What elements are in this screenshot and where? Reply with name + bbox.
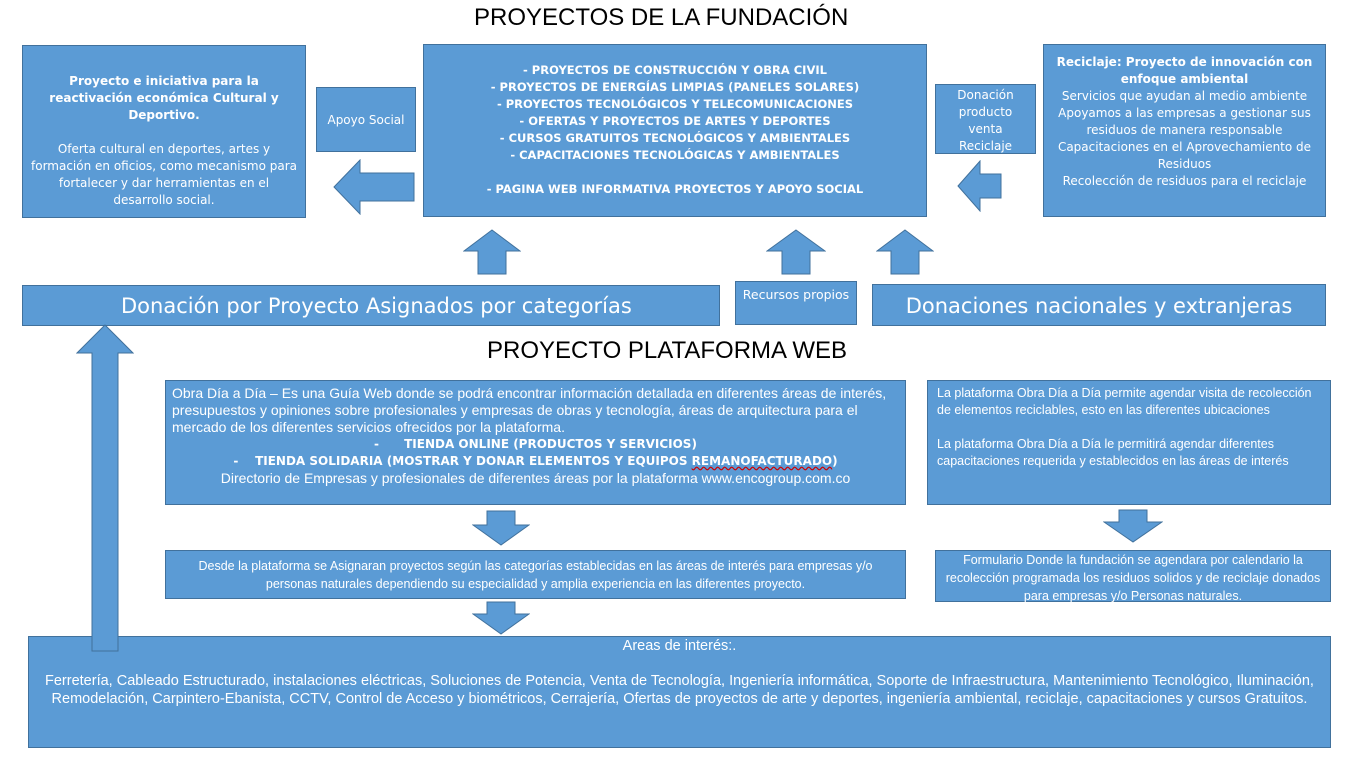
tienda-online-item: - TIENDA ONLINE (PRODUCTOS Y SERVICIOS) [172, 436, 899, 453]
arrow-up-recursos [766, 229, 826, 275]
project-item: - PROYECTOS DE CONSTRUCCIÓN Y OBRA CIVIL [523, 63, 827, 77]
donacion-producto-box: Donación producto venta Reciclaje [935, 84, 1036, 154]
spell-flag-word: REMANOFACTURADO [691, 454, 833, 468]
obra-dia-a-dia-box: Obra Día a Día – Es una Guía Web donde s… [165, 380, 906, 505]
project-item: - PROYECTOS TECNOLÓGICOS Y TELECOMUNICAC… [496, 97, 854, 111]
recycling-project-box: Reciclaje: Proyecto de innovación con en… [1043, 44, 1326, 217]
tienda-solidaria-text: TIENDA SOLIDARIA (MOSTRAR Y DONAR ELEMEN… [255, 454, 692, 468]
agenda-p1: La plataforma Obra Día a Día permite age… [937, 386, 1312, 417]
obra-footer: Directorio de Empresas y profesionales d… [220, 470, 851, 486]
project-item: - CURSOS GRATUITOS TECNOLÓGICOS Y AMBIEN… [499, 131, 851, 145]
obra-intro: Obra Día a Día – Es una Guía Web donde s… [172, 385, 887, 435]
foundation-projects-box: - PROYECTOS DE CONSTRUCCIÓN Y OBRA CIVIL… [423, 44, 927, 217]
apoyo-social-box: Apoyo Social [316, 87, 416, 152]
areas-heading: Areas de interés:. [622, 638, 737, 654]
tienda-solidaria-close: ) [832, 454, 838, 468]
agenda-p2: La plataforma Obra Día a Día le permitir… [937, 437, 1289, 468]
arrow-up-long [76, 324, 134, 652]
cultural-project-heading: Proyecto e iniciativa para la reactivaci… [49, 74, 279, 122]
item-dash: - [233, 454, 239, 468]
recursos-propios-box: Recursos propios [735, 281, 857, 325]
title-foundation: PROYECTOS DE LA FUNDACIÓN [474, 4, 849, 31]
recycling-heading: Reciclaje: Proyecto de innovación con en… [1056, 55, 1313, 86]
arrow-down-agenda [1103, 509, 1163, 543]
cultural-project-box: Proyecto e iniciativa para la reactivaci… [22, 45, 306, 218]
item-dash: - [374, 437, 380, 451]
project-item: - OFERTAS Y PROYECTOS DE ARTES Y DEPORTE… [519, 114, 831, 128]
asignar-proyectos-box: Desde la plataforma se Asignaran proyect… [165, 550, 906, 599]
project-item: - PAGINA WEB INFORMATIVA PROYECTOS Y APO… [486, 182, 864, 196]
arrow-left-reciclaje [957, 160, 1002, 212]
recycling-line: Apoyamos a las empresas a gestionar sus … [1058, 106, 1311, 137]
areas-interes-box: Areas de interés:. Ferretería, Cableado … [28, 636, 1331, 748]
recycling-line: Recolección de residuos para el reciclaj… [1062, 174, 1307, 188]
arrow-left-apoyo [333, 159, 415, 215]
tienda-online-text: TIENDA ONLINE (PRODUCTOS Y SERVICIOS) [404, 437, 697, 451]
formulario-box: Formulario Donde la fundación se agendar… [935, 550, 1331, 603]
areas-body: Ferretería, Cableado Estructurado, insta… [45, 673, 1314, 707]
agenda-box: La plataforma Obra Día a Día permite age… [927, 380, 1331, 505]
tienda-solidaria-item: - TIENDA SOLIDARIA (MOSTRAR Y DONAR ELEM… [172, 453, 899, 470]
cultural-project-body: Oferta cultural en deportes, artes y for… [31, 142, 297, 207]
arrow-down-asignar [472, 601, 530, 635]
arrow-up-left [463, 229, 521, 275]
donaciones-nacionales-bar: Donaciones nacionales y extranjeras [872, 284, 1326, 326]
donacion-proyecto-bar: Donación por Proyecto Asignados por cate… [22, 285, 720, 326]
project-item: - CAPACITACIONES TECNOLÓGICAS Y AMBIENTA… [510, 148, 840, 162]
recycling-line: Capacitaciones en el Aprovechamiento de … [1057, 140, 1312, 171]
project-item: - PROYECTOS DE ENERGÍAS LIMPIAS (PANELES… [490, 80, 860, 94]
recycling-line: Servicios que ayudan al medio ambiente [1061, 89, 1308, 103]
title-platform: PROYECTO PLATAFORMA WEB [487, 337, 848, 364]
arrow-up-donaciones [876, 229, 934, 275]
arrow-down-obra [472, 510, 530, 546]
